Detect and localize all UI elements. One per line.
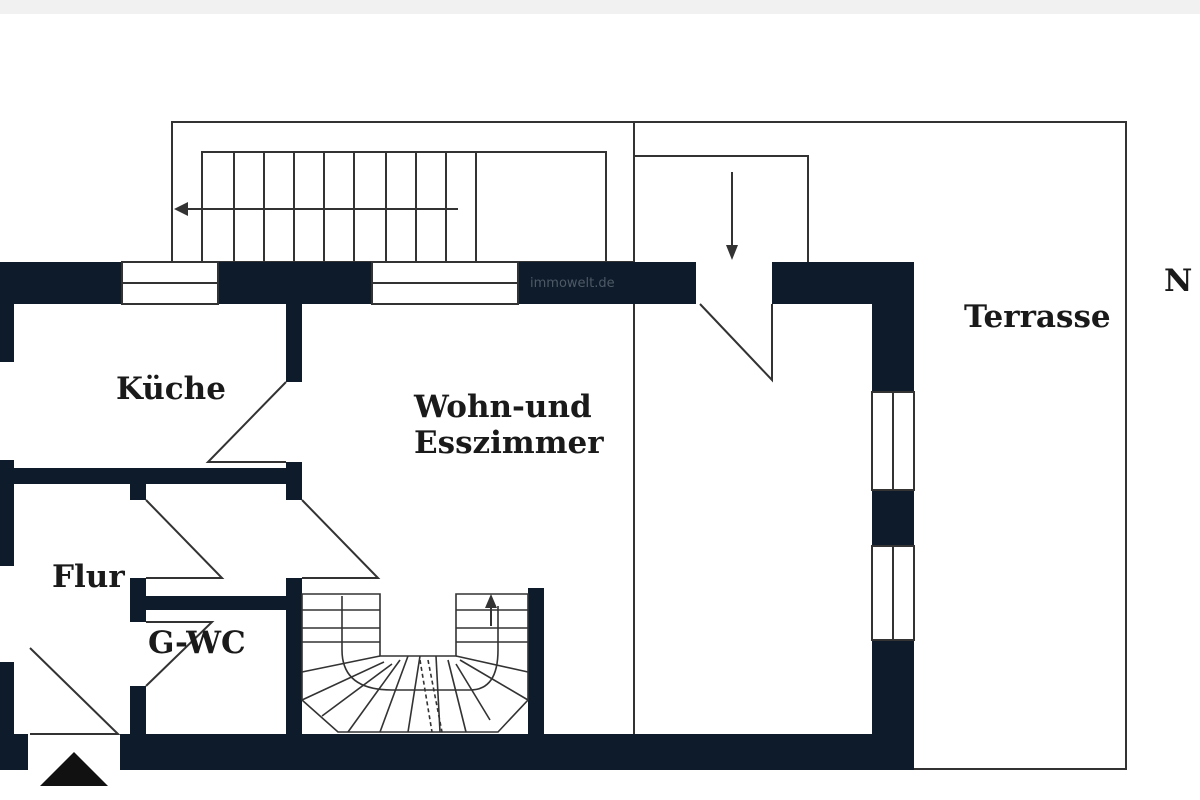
door-swings (29, 303, 773, 735)
windows (121, 261, 915, 641)
walls (0, 262, 914, 770)
label-gwc: G-WC (148, 625, 246, 661)
exterior-stair (171, 121, 635, 263)
watermark: immowelt.de (530, 276, 615, 291)
label-terrasse: Terrasse (964, 299, 1111, 335)
label-wohn-esszimmer: Wohn-und Esszimmer (414, 389, 604, 461)
label-flur: Flur (52, 559, 125, 595)
north-indicator: N (1164, 263, 1193, 299)
stair-arrow-up (485, 594, 497, 608)
entry-arrow-down (726, 245, 738, 260)
interior-stair (301, 593, 529, 733)
label-kueche: Küche (116, 371, 226, 407)
entrance-triangle-icon (40, 752, 108, 786)
stair-arrow-left (174, 202, 188, 216)
entry-box (634, 155, 809, 262)
top-edge-strip (0, 0, 1200, 14)
